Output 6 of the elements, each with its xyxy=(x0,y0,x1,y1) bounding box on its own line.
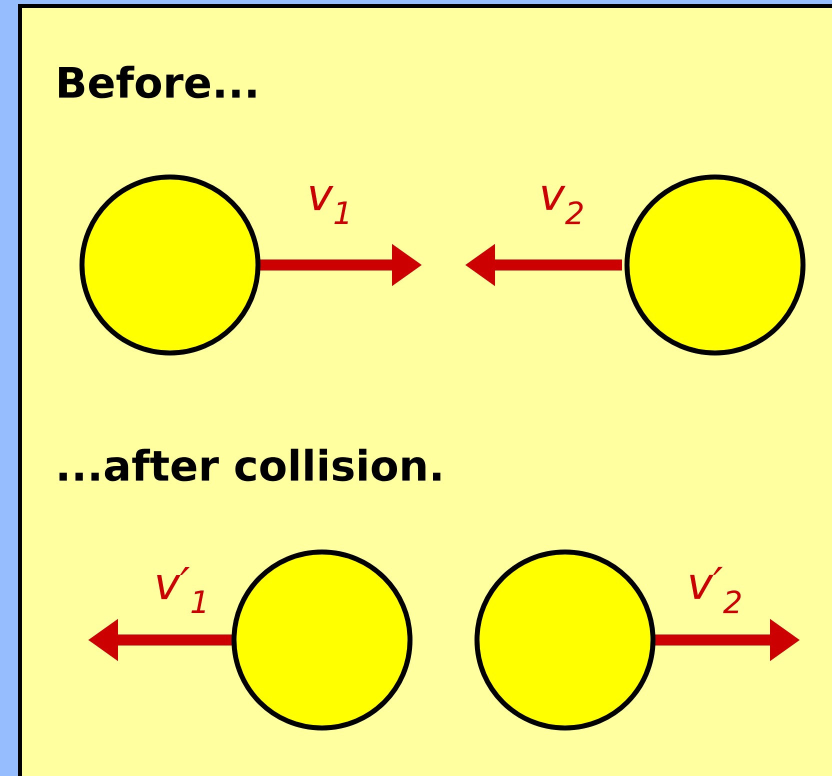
velocity-label: v$_{1}$ xyxy=(310,186,348,224)
ball xyxy=(232,550,412,730)
ball xyxy=(80,174,260,356)
heading: ...after collision. xyxy=(59,448,440,482)
ball xyxy=(474,550,656,730)
ball xyxy=(624,174,806,356)
